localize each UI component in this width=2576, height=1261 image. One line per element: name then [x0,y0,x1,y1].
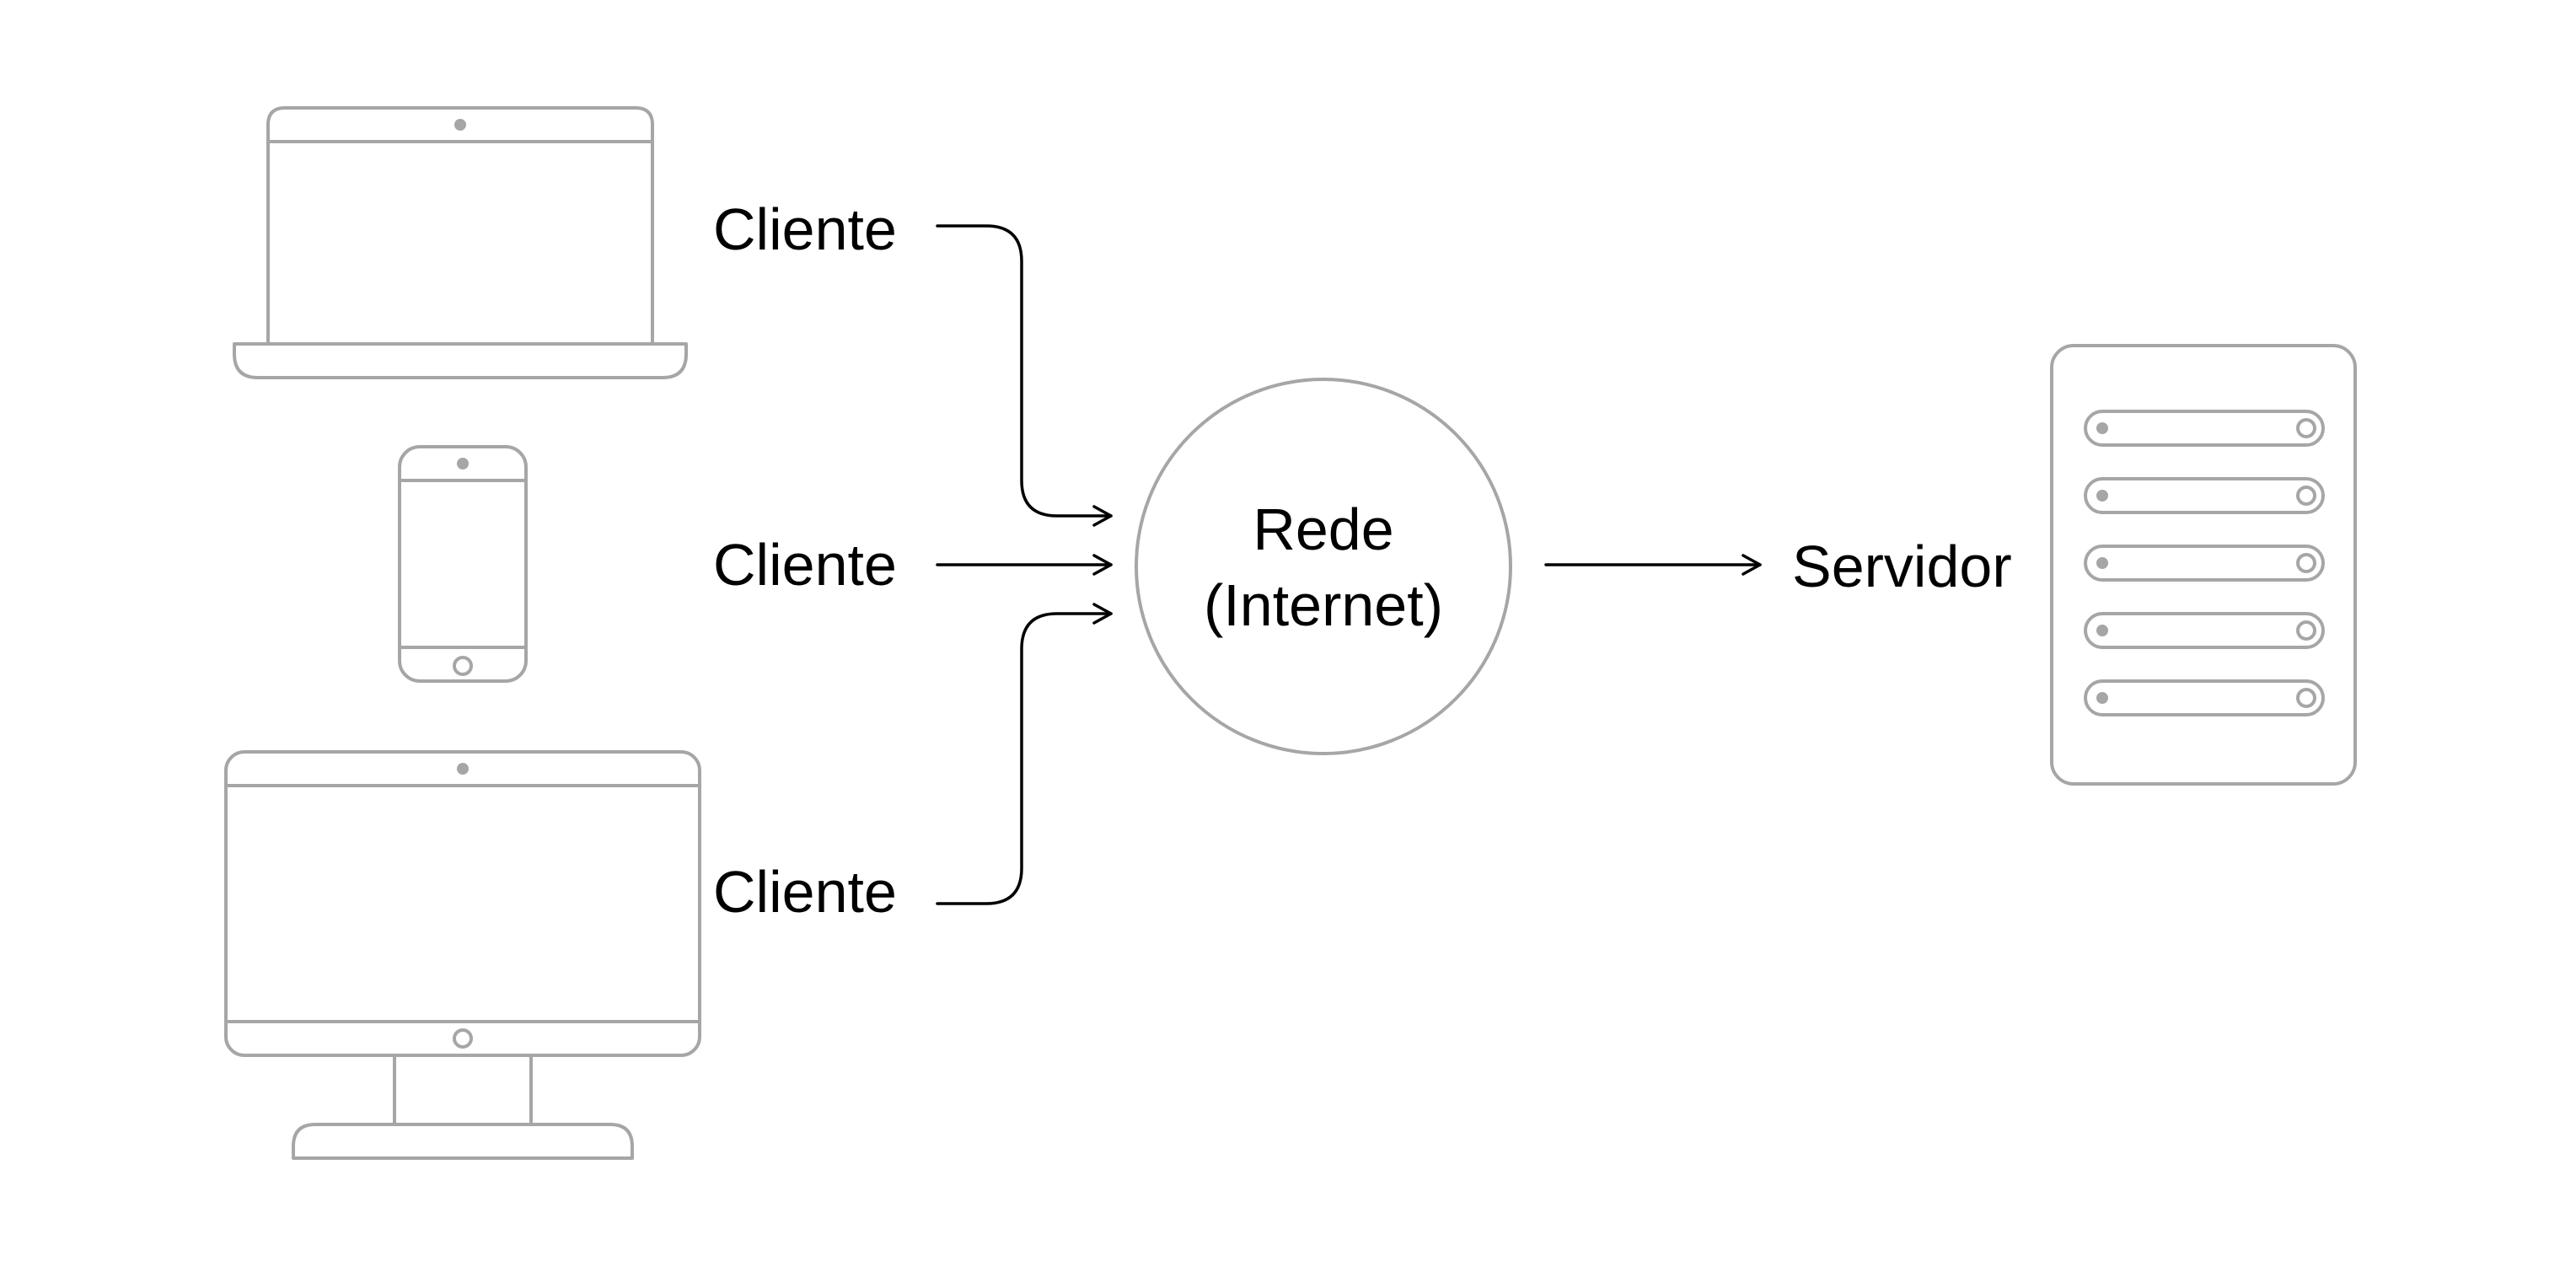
server-slot [2084,679,2325,716]
smartphone-icon [398,445,528,683]
server-slot [2084,477,2325,514]
server-rack-icon [2050,344,2357,786]
laptop-icon [233,106,688,379]
network-label-line1: Rede [1253,496,1393,562]
server-slot [2084,410,2325,447]
arrow-laptop-to-network [936,224,1113,527]
network-circle [1135,378,1512,755]
client-label-phone: Cliente [713,532,897,598]
network-label-line2: (Internet) [1204,572,1443,638]
client-label-desktop: Cliente [713,859,897,925]
arrow-desktop-to-network [936,603,1113,905]
desktop-monitor-icon [224,750,701,1160]
server-label: Servidor [1792,534,2012,599]
client-label-laptop: Cliente [713,196,897,262]
server-slot [2084,612,2325,649]
server-slot [2084,545,2325,582]
network-node: Rede (Internet) [1135,378,1512,755]
